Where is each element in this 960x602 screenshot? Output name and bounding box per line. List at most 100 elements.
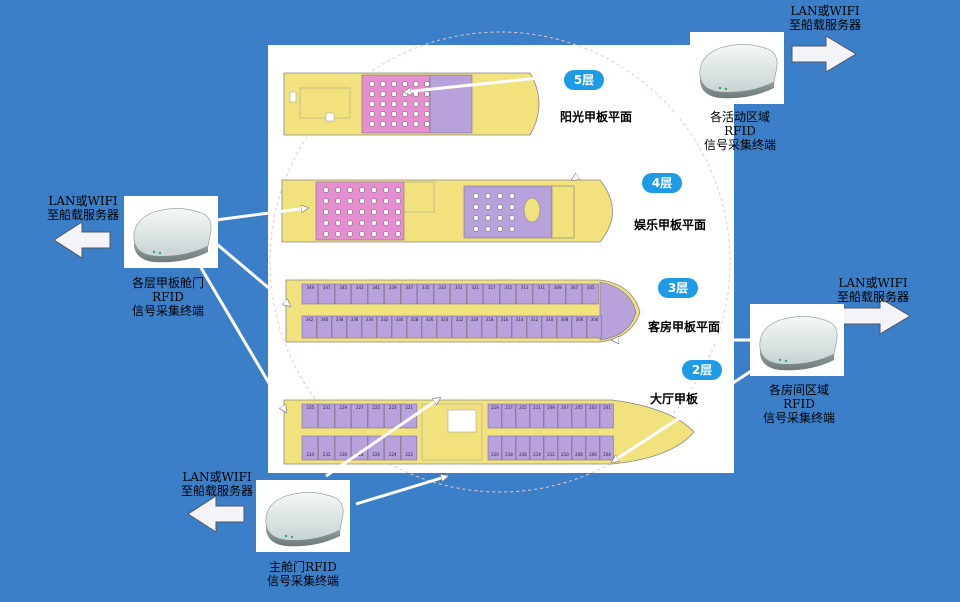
dining-table-icon <box>509 226 515 232</box>
dining-table-icon <box>371 209 377 215</box>
cabin-room: 229 <box>334 403 352 429</box>
dining-table-icon <box>424 121 430 127</box>
room-number: 230 <box>339 452 347 457</box>
cabin-room: 342 <box>301 315 317 339</box>
deck-4-badge: 4层 <box>642 173 682 193</box>
dining-table-icon <box>369 101 375 107</box>
dining-table-icon <box>509 215 515 221</box>
link-maindoor-to-deck2-right <box>355 476 448 506</box>
room-number: 217 <box>505 405 513 410</box>
dining-table-icon <box>402 121 408 127</box>
cabin-room: 316 <box>496 315 512 339</box>
deckdoor-rfid-terminal-icon <box>124 196 218 268</box>
room-number: 203 <box>589 405 597 410</box>
cabin-room: 307 <box>565 283 583 305</box>
dining-table-icon <box>335 231 341 237</box>
room-number: 334 <box>366 317 374 322</box>
room-number: 332 <box>381 317 389 322</box>
dining-table-icon <box>383 231 389 237</box>
dining-table-icon <box>473 204 479 210</box>
dining-table-icon <box>509 193 515 199</box>
cabin-room: 220 <box>487 435 502 461</box>
dining-table-icon <box>359 209 365 215</box>
cabin-room: 218 <box>501 435 516 461</box>
connection-lines <box>198 60 763 506</box>
cabin-room: 219 <box>487 403 502 429</box>
room-number: 318 <box>486 317 494 322</box>
dining-table-icon <box>323 187 329 193</box>
room-number: 222 <box>405 452 413 457</box>
cabin-room: 335 <box>417 283 434 305</box>
cabin-room: 318 <box>481 315 497 339</box>
cabin-room: 339 <box>384 283 401 305</box>
dining-table-icon <box>391 91 397 97</box>
cabin-room: 304 <box>586 315 602 339</box>
dining-table-icon <box>380 101 386 107</box>
room-number: 231 <box>323 405 331 410</box>
room-number: 315 <box>504 285 512 290</box>
room-number: 219 <box>491 405 499 410</box>
cabin-room: 222 <box>400 435 418 461</box>
cabin-room: 330 <box>391 315 407 339</box>
room-number: 206 <box>589 452 597 457</box>
cabin-room: 317 <box>483 283 500 305</box>
deck-5-title: 阳光甲板平面 <box>560 110 633 124</box>
cabin-room: 349 <box>301 283 319 305</box>
room-number: 335 <box>422 285 430 290</box>
cabin-room: 308 <box>556 315 572 339</box>
watermark-circle <box>269 31 731 493</box>
room-number: 342 <box>306 317 314 322</box>
dining-table-icon <box>347 187 353 193</box>
room-number: 311 <box>537 285 545 290</box>
dining-table-icon <box>497 193 503 199</box>
cabin-room: 225 <box>367 403 385 429</box>
room-number: 313 <box>521 285 529 290</box>
dining-table-icon <box>485 204 491 210</box>
room-number: 317 <box>488 285 496 290</box>
cabin-room: 201 <box>599 403 614 429</box>
cabin-room: 231 <box>318 403 335 429</box>
cabin-room: 309 <box>549 283 566 305</box>
cabin-room: 214 <box>529 435 544 461</box>
room-number: 223 <box>389 405 397 410</box>
room-number: 347 <box>323 285 331 290</box>
cabin-room: 235 <box>301 403 319 429</box>
dining-table-icon <box>391 81 397 87</box>
room-number: 209 <box>547 405 555 410</box>
deckdoor-uplink-label: LAN或WIFI 至船载服务器 <box>46 194 119 222</box>
dining-table-icon <box>369 91 375 97</box>
room-number: 345 <box>339 285 347 290</box>
room-number: 216 <box>519 452 527 457</box>
cabin-room: 207 <box>557 403 572 429</box>
room-number: 306 <box>576 317 584 322</box>
room-number: 218 <box>505 452 513 457</box>
cabin-room: 306 <box>571 315 587 339</box>
dining-table-icon <box>359 231 365 237</box>
room-terminal-label: 各房间区域 RFID 信号采集终端 <box>762 383 835 425</box>
room-number: 310 <box>546 317 554 322</box>
dining-table-icon <box>395 220 401 226</box>
dining-table-icon <box>383 198 389 204</box>
cabin-room: 210 <box>557 435 572 461</box>
dining-table-icon <box>323 220 329 226</box>
dining-table-icon <box>323 231 329 237</box>
dining-table-icon <box>391 111 397 117</box>
room-number: 316 <box>501 317 509 322</box>
cabin-room: 216 <box>515 435 530 461</box>
uplink-arrow-maindoor <box>187 495 245 533</box>
dining-table-icon <box>383 187 389 193</box>
link-deckdoor-to-deck4 <box>215 208 308 222</box>
room-number: 322 <box>456 317 464 322</box>
maindoor-terminal-label: 主舱门RFID 信号采集终端 <box>266 560 339 588</box>
room-number: 201 <box>603 405 611 410</box>
dining-table-icon <box>413 111 419 117</box>
dining-table-icon <box>497 226 503 232</box>
room-number: 321 <box>471 285 479 290</box>
cabin-room: 326 <box>421 315 437 339</box>
deck-3-badge: 3层 <box>658 278 698 298</box>
dining-table-icon <box>424 101 430 107</box>
dining-table-icon <box>402 101 408 107</box>
room-number: 211 <box>533 405 541 410</box>
cabin-room: 217 <box>501 403 516 429</box>
dining-table-icon <box>335 187 341 193</box>
